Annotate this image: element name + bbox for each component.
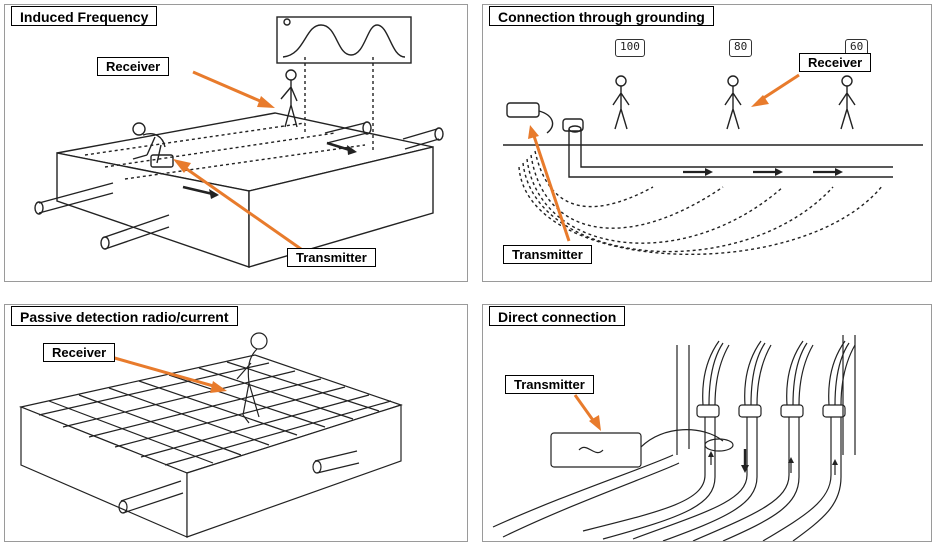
panel-title: Passive detection radio/current (11, 306, 238, 326)
receiver-label: Receiver (43, 343, 116, 362)
panel-title: Connection through grounding (489, 6, 714, 26)
reading-display-3: 60 (845, 39, 869, 57)
transmitter-label: Transmitter (287, 248, 376, 267)
transmitter-label: Transmitter (503, 245, 592, 264)
reading-display-1: 100 (615, 39, 645, 57)
panel-passive-detection: Passive detection radio/current Receiver (4, 304, 468, 542)
induced-frequency-illustration (34, 16, 444, 268)
grounding-illustration (503, 73, 923, 256)
reading-display-2: 80 (729, 39, 753, 57)
panel-title: Induced Frequency (11, 6, 158, 26)
passive-detection-illustration (18, 332, 403, 538)
receiver-label: Receiver (97, 57, 170, 76)
panel-title: Direct connection (489, 306, 626, 326)
panel-connection-through-grounding: Connection through grounding 100 80 60 R… (482, 4, 932, 282)
transmitter-label: Transmitter (505, 375, 594, 394)
panel-induced-frequency: Induced Frequency Receiver Transmitter (4, 4, 468, 282)
direct-connection-illustration (492, 335, 856, 541)
panel-direct-connection: Direct connection Transmitter (482, 304, 932, 542)
receiver-label: Receiver (799, 53, 872, 72)
